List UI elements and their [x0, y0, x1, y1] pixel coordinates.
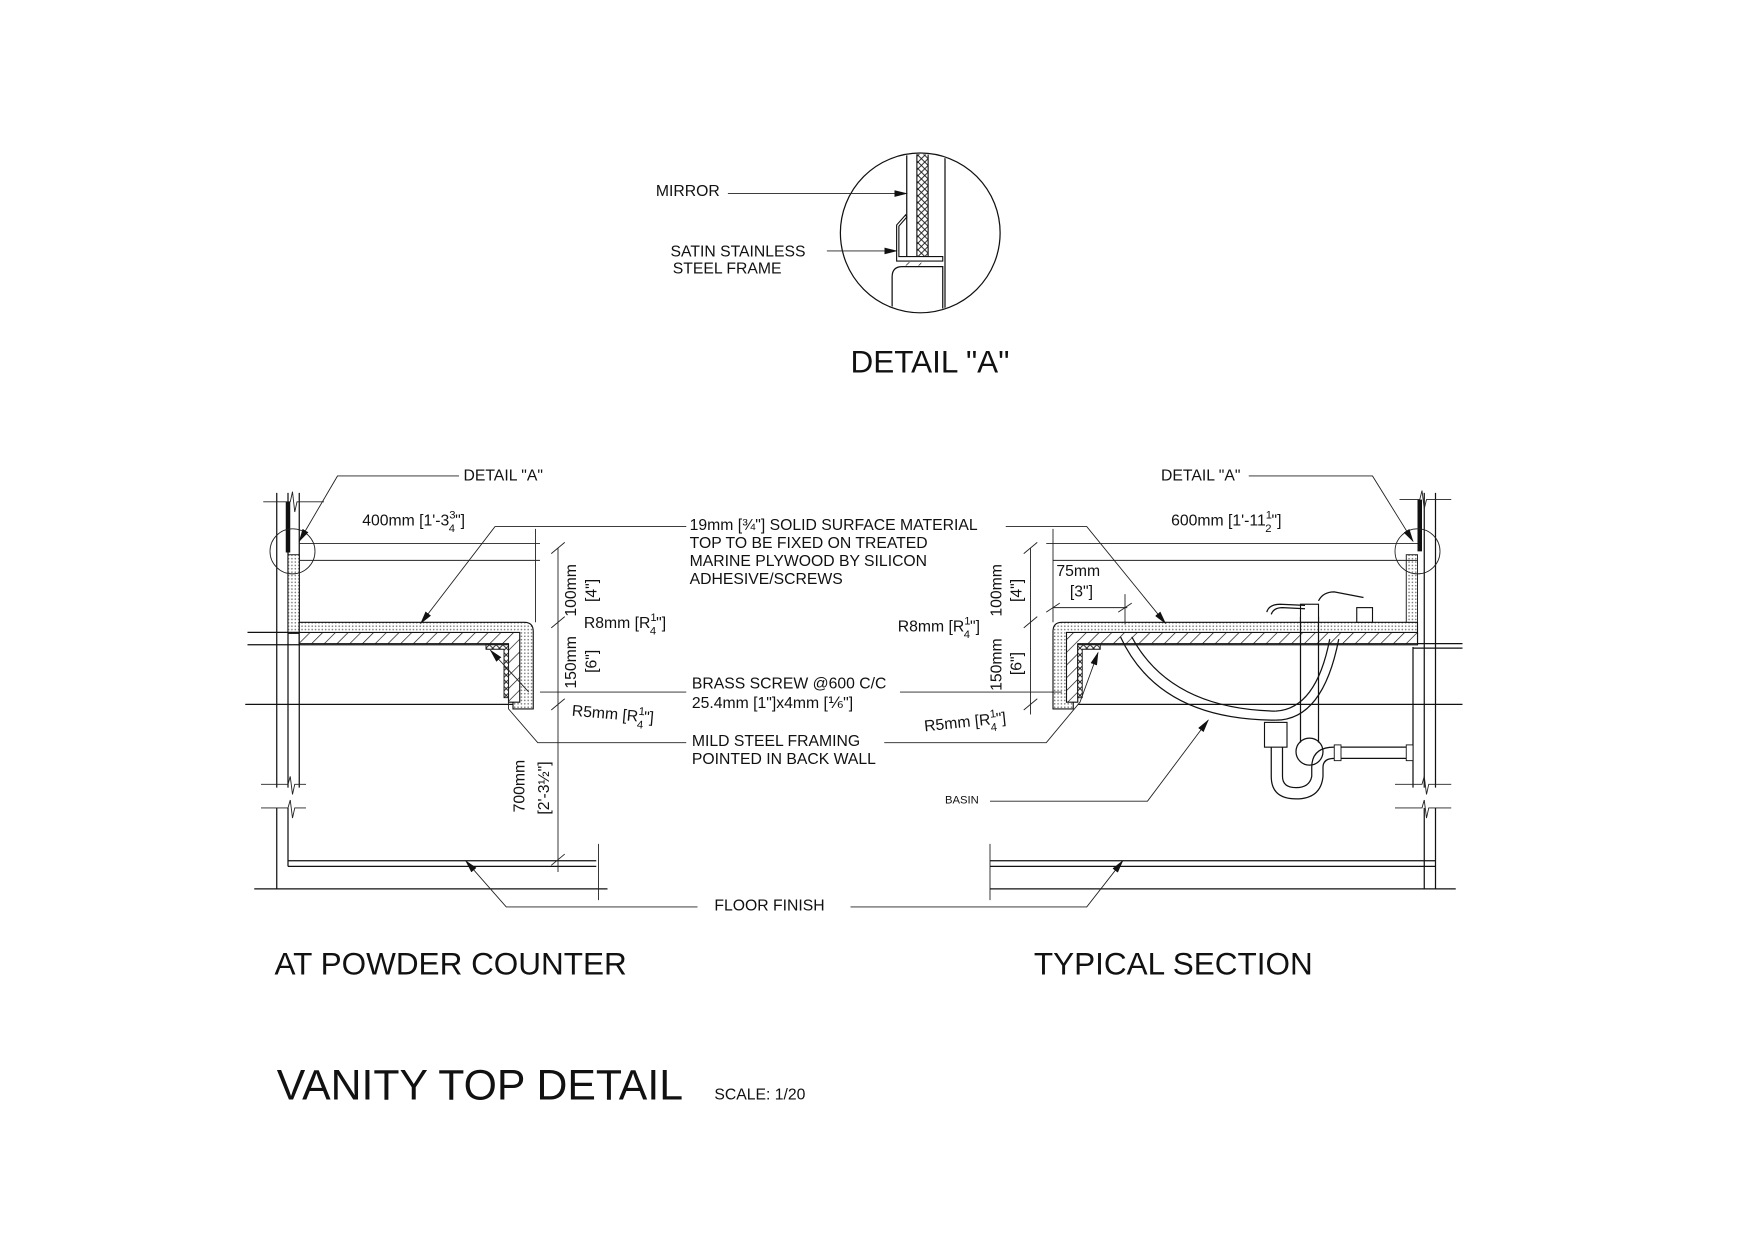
detail-a-title: DETAIL "A"	[851, 343, 1010, 379]
powder-dimensions	[535, 528, 566, 873]
dim-100-in-right: [4"]	[1009, 579, 1026, 602]
solid-surface-note-1: 19mm [¾"] SOLID SURFACE MATERIAL	[690, 517, 978, 534]
drawing-title: VANITY TOP DETAIL	[277, 1061, 683, 1109]
back-wall-right	[1394, 490, 1452, 889]
svg-text:R5mm [R14"]: R5mm [R14"]	[571, 700, 655, 733]
vanity-top-right	[245, 621, 1463, 710]
frame-label-line1: SATIN STAINLESS	[671, 244, 806, 261]
dim-150-in-right: [6"]	[1009, 652, 1026, 675]
dim-150-left: 150mm	[563, 636, 580, 689]
solid-surface-note-4: ADHESIVE/SCREWS	[690, 571, 843, 588]
dim-700-left: 700mm	[511, 760, 528, 813]
svg-text:400mm [1'-334"]: 400mm [1'-334"]	[362, 510, 465, 536]
dim-100-left: 100mm	[563, 564, 580, 617]
r5-label-left: R5mm [R14"]	[571, 700, 655, 733]
dim-100-right: 100mm	[988, 564, 1005, 617]
dim-150-right: 150mm	[988, 638, 1005, 691]
detail-a-callout-circle-right	[1394, 528, 1441, 575]
solid-surface-leader-right	[1005, 526, 1167, 625]
typical-dimensions	[1023, 528, 1132, 715]
faucet	[1266, 591, 1374, 766]
mild-steel-note-1: MILD STEEL FRAMING	[692, 733, 860, 750]
back-wall	[261, 491, 324, 889]
basin-label: BASIN	[945, 794, 979, 806]
mild-steel-leader-right	[884, 651, 1099, 744]
basin	[1119, 636, 1340, 748]
brass-screw-note-2: 25.4mm [1"]x4mm [⅙"]	[692, 695, 853, 712]
mirror-assembly	[891, 154, 946, 312]
detail-a-ref-right: DETAIL "A"	[1161, 467, 1240, 484]
detail-a-leader-right	[1248, 475, 1414, 543]
dim-75: 75mm	[1056, 563, 1100, 580]
floor-finish-leader-right	[850, 859, 1124, 908]
detail-a-leader-left	[298, 475, 459, 543]
typical-section-title: TYPICAL SECTION	[1034, 945, 1313, 981]
powder-counter-title: AT POWDER COUNTER	[275, 945, 627, 981]
svg-text:R5mm [R14"]: R5mm [R14"]	[923, 707, 1007, 741]
frame-label-line2: STEEL FRAME	[673, 260, 782, 277]
floor-left	[254, 843, 608, 901]
detail-a-ref-left: DETAIL "A"	[464, 467, 543, 484]
solid-surface-leader-left	[420, 526, 687, 625]
basin-leader	[990, 719, 1209, 802]
svg-text:R8mm [R14"]: R8mm [R14"]	[898, 616, 980, 642]
dim-150-in-left: [6"]	[583, 650, 600, 673]
floor-finish-leader-left	[465, 859, 698, 908]
dim-100-in-left: [4"]	[583, 579, 600, 602]
dim-700-in-left: [2'-3½"]	[536, 761, 553, 814]
solid-surface-note-3: MARINE PLYWOOD BY SILICON	[690, 553, 927, 570]
dim-75-in: [3"]	[1070, 583, 1093, 600]
floor-finish-note: FLOOR FINISH	[714, 897, 824, 914]
brass-screw-note-1: BRASS SCREW @600 C/C	[692, 676, 887, 693]
svg-text:R8mm [R14"]: R8mm [R14"]	[584, 612, 666, 638]
mild-steel-leader-left	[508, 652, 687, 744]
floor-right	[989, 843, 1456, 901]
p-trap	[1270, 744, 1414, 800]
detail-a: MIRROR SATIN STAINLESS STEEL FRAME DETAI…	[656, 152, 1010, 379]
detail-a-circle	[839, 152, 1001, 314]
detail-a-callout-circle	[269, 528, 316, 575]
drawing-scale: SCALE: 1/20	[714, 1086, 805, 1103]
solid-surface-note-2: TOP TO BE FIXED ON TREATED	[690, 535, 928, 552]
center-notes: 19mm [¾"] SOLID SURFACE MATERIAL TOP TO …	[690, 517, 978, 914]
vanity-top	[247, 621, 534, 710]
r5-label-right: R5mm [R14"]	[923, 707, 1007, 741]
mild-steel-note-2: POINTED IN BACK WALL	[692, 751, 876, 768]
mirror-label: MIRROR	[656, 183, 720, 200]
